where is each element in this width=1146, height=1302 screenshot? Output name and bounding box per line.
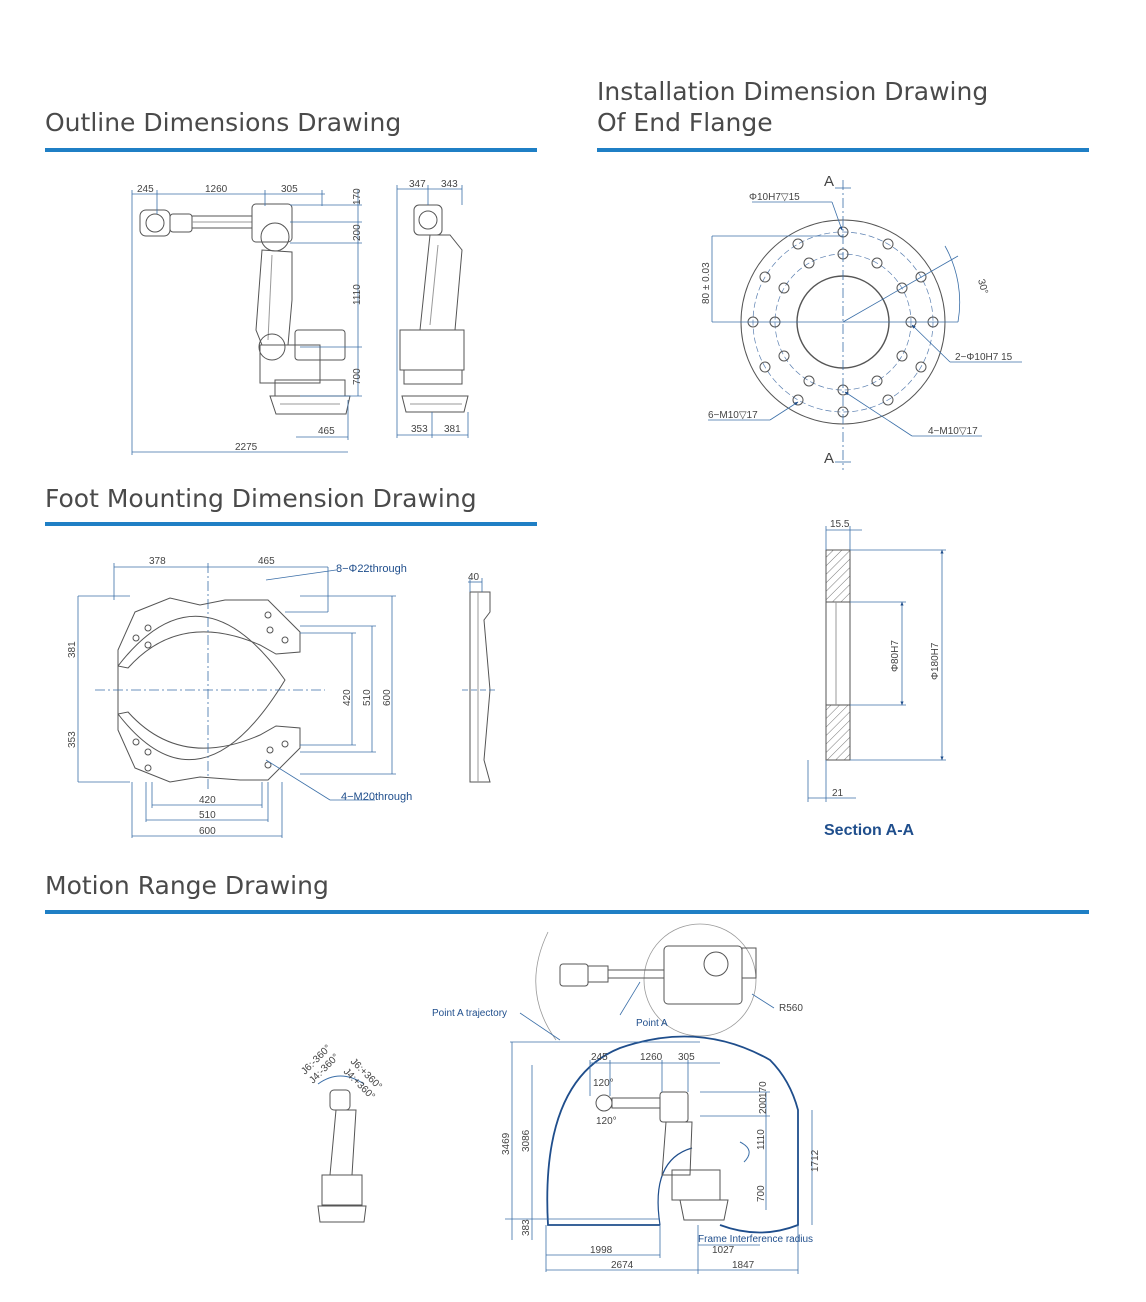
dim-510-horiz: 510: [199, 810, 216, 821]
dim-305: 305: [281, 184, 298, 195]
dim-phi180h7: Φ180H7: [930, 642, 941, 680]
work-envelope-outline: [546, 1035, 799, 1234]
dim-6-m10: 6−M10▽17: [708, 410, 758, 421]
dim-1712: 1712: [810, 1149, 821, 1172]
motion-envelope: [546, 1035, 799, 1234]
dim-381: 381: [444, 424, 461, 435]
dim-4-m10: 4−M10▽17: [928, 426, 978, 437]
angle-120-top: 120°: [593, 1078, 614, 1089]
foot-plate-holes: [132, 611, 289, 772]
dim-15-5: 15.5: [830, 519, 850, 530]
outline-front-view: [399, 204, 469, 413]
section-dimensions: [807, 526, 946, 802]
motion-side-robot: [595, 1091, 750, 1221]
foot-plate-dim-labels: 378 465 8−Φ22through 381 353 420 510 600…: [67, 556, 412, 837]
motion-top-view: [535, 923, 757, 1041]
dim-4-m20: 4−M20through: [341, 791, 412, 803]
flange-title-rule: [597, 148, 1089, 152]
dim-1027: 1027: [712, 1245, 735, 1256]
dim-1110-motion: 1110: [756, 1129, 767, 1150]
dim-600-horiz: 600: [199, 826, 216, 837]
section-dim-labels: 15.5 Φ80H7 Φ180H7 21: [830, 519, 941, 799]
dim-80-tol: 80 ± 0.03: [701, 262, 712, 304]
dim-2275: 2275: [235, 442, 258, 453]
motion-title-rule: [45, 910, 1089, 914]
dim-700-motion: 700: [756, 1185, 767, 1202]
dim-phi10h7-15: Φ10H7▽15: [749, 192, 800, 203]
motion-top-annotations: [519, 981, 775, 1041]
dim-353-foot: 353: [67, 731, 78, 748]
dim-3086: 3086: [521, 1129, 532, 1152]
dim-347: 347: [409, 179, 426, 190]
dim-1998: 1998: [590, 1245, 613, 1256]
section-a-a-label: Section A-A: [824, 822, 915, 839]
label-point-a: Point A: [636, 1018, 668, 1029]
dim-700: 700: [352, 368, 363, 385]
dim-200-motion: 200: [758, 1097, 769, 1114]
dim-420-horiz: 420: [199, 795, 216, 806]
outline-title-rule: [45, 148, 537, 152]
outline-front-dimensions: [396, 185, 469, 438]
flange-section-view: [825, 549, 851, 761]
foot-mounting-title: Foot Mounting Dimension Drawing: [45, 484, 477, 513]
dim-1847: 1847: [732, 1260, 755, 1271]
outline-dimensions-title: Outline Dimensions Drawing: [45, 108, 402, 137]
dim-383: 383: [521, 1219, 532, 1236]
flange-dimensions: [708, 180, 1022, 470]
label-frame-interference-radius: Frame Interference radius: [698, 1234, 813, 1245]
foot-plate-side-view: [469, 591, 491, 783]
dim-200: 200: [352, 224, 363, 241]
motion-side-dim-labels: 245 1260 305 120° 120° 200 170 3469 3086…: [501, 1052, 821, 1271]
label-point-a-trajectory: Point A trajectory: [432, 1008, 507, 1019]
dim-420-vert: 420: [342, 689, 353, 706]
foot-title-rule: [45, 522, 537, 526]
dim-r560: R560: [779, 1003, 803, 1014]
outline-side-view: [139, 203, 351, 415]
dim-245-motion: 245: [591, 1052, 608, 1063]
flange-title-line1: Installation Dimension Drawing: [597, 77, 989, 106]
section-marker-top: A: [824, 173, 834, 190]
dim-40: 40: [468, 572, 480, 583]
dim-381-foot: 381: [67, 641, 78, 658]
dim-30deg: 30°: [975, 278, 990, 295]
dim-378: 378: [149, 556, 166, 567]
dim-600-vert: 600: [382, 689, 393, 706]
motion-range-title: Motion Range Drawing: [45, 871, 329, 900]
dim-510-vert: 510: [362, 689, 373, 706]
dim-170-motion: 170: [758, 1081, 769, 1098]
motion-joint-labels: J6:-360° J6:+360° J4:-360° J4:+360°: [299, 1043, 384, 1102]
dim-1260: 1260: [205, 184, 228, 195]
foot-side-dimensions: [462, 578, 496, 691]
foot-plate-dimensions: [77, 563, 396, 838]
dim-2674: 2674: [611, 1260, 634, 1271]
motion-side-dimensions: [505, 1041, 813, 1274]
flange-title-line2: Of End Flange: [597, 108, 773, 137]
dim-21: 21: [832, 788, 844, 799]
dim-phi80h7: Φ80H7: [890, 640, 901, 672]
dim-2-phi10h7: 2−Φ10H7 15: [955, 352, 1013, 363]
dim-343: 343: [441, 179, 458, 190]
motion-front-view: [317, 1075, 367, 1223]
dim-353: 353: [411, 424, 428, 435]
dim-465: 465: [318, 426, 335, 437]
angle-120-bottom: 120°: [596, 1116, 617, 1127]
outline-front-dim-labels: 347 343 353 381: [409, 179, 461, 435]
dim-465-foot: 465: [258, 556, 275, 567]
flange-title: Installation Dimension Drawing Of End Fl…: [597, 76, 988, 138]
dim-3469: 3469: [501, 1132, 512, 1155]
dim-305-motion: 305: [678, 1052, 695, 1063]
dim-245: 245: [137, 184, 154, 195]
flange-dim-labels: A A Φ10H7▽15 80 ± 0.03 30° 2−Φ10H7 15 6−…: [701, 173, 1013, 467]
dim-1260-motion: 1260: [640, 1052, 663, 1063]
outline-side-dim-labels: 245 1260 305 170 200 1110 700 465 2275: [137, 184, 363, 453]
dim-1110: 1110: [352, 284, 363, 305]
section-marker-bottom: A: [824, 450, 834, 467]
dim-170: 170: [352, 188, 363, 205]
dim-8-phi22: 8−Φ22through: [336, 563, 407, 575]
outline-side-dimensions: [131, 190, 362, 455]
